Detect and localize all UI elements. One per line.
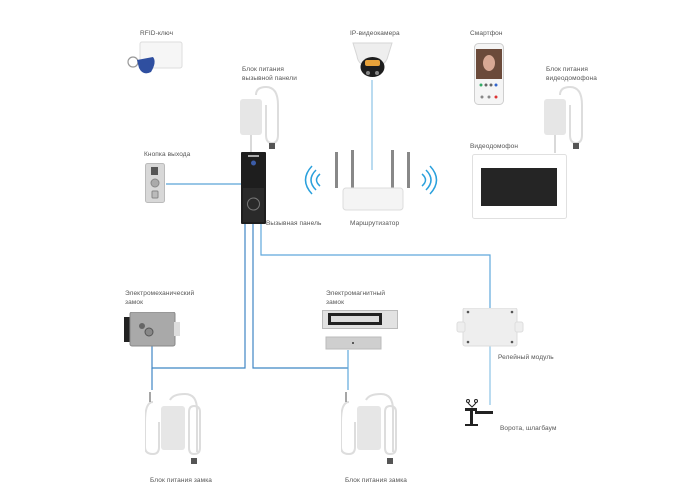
smartphone-label: Смартфон [470, 30, 503, 37]
smartphone-icon [474, 43, 504, 110]
relay-label: Релейный модуль [498, 354, 554, 361]
exit-button-label: Кнопка выхода [144, 151, 191, 158]
router-label: Маршрутизатор [350, 220, 400, 227]
lock-psu-1-label: Блок питания замка [150, 477, 213, 484]
barrier-gate-icon [463, 397, 495, 432]
call-panel-icon [241, 152, 266, 229]
call-panel-label: Вызывная панель [266, 220, 322, 227]
mag-lock-label: Электромагнитный замок [326, 290, 386, 306]
router-icon [333, 150, 413, 220]
gate-label: Ворота, шлагбаум [500, 425, 557, 432]
magnetic-lock-icon [322, 310, 402, 357]
monitor-label: Видеодомофон [470, 143, 519, 150]
wifi-left-icon [302, 165, 322, 200]
rfid-card-keyfob-icon [125, 40, 185, 85]
lock-power-supply-2-icon [340, 392, 401, 475]
relay-module-icon [455, 307, 525, 353]
panel-psu-label: Блок питания вызывной панели [242, 66, 297, 82]
wire-panel-em-lock [151, 224, 246, 369]
wire-panel-relay [260, 224, 491, 308]
wire-panel-mag-lock [252, 224, 348, 369]
wifi-right-icon [420, 165, 440, 200]
video-monitor-icon [472, 154, 567, 224]
panel-power-supply-icon [236, 85, 286, 160]
monitor-power-supply-icon [540, 85, 590, 160]
lock-psu-2-label: Блок питания замка [345, 477, 408, 484]
electromechanical-lock-icon [124, 311, 184, 352]
em-lock-label: Электромеханический замок [125, 290, 195, 306]
lock-power-supply-1-icon [144, 392, 205, 475]
monitor-psu-label: Блок питания видеодомофона [546, 66, 597, 82]
exit-button-icon[interactable] [145, 163, 165, 208]
ip-camera-label: IP-видеокамера [350, 30, 400, 37]
rfid-label: RFID-ключ [140, 30, 174, 37]
dome-camera-icon [350, 40, 395, 90]
